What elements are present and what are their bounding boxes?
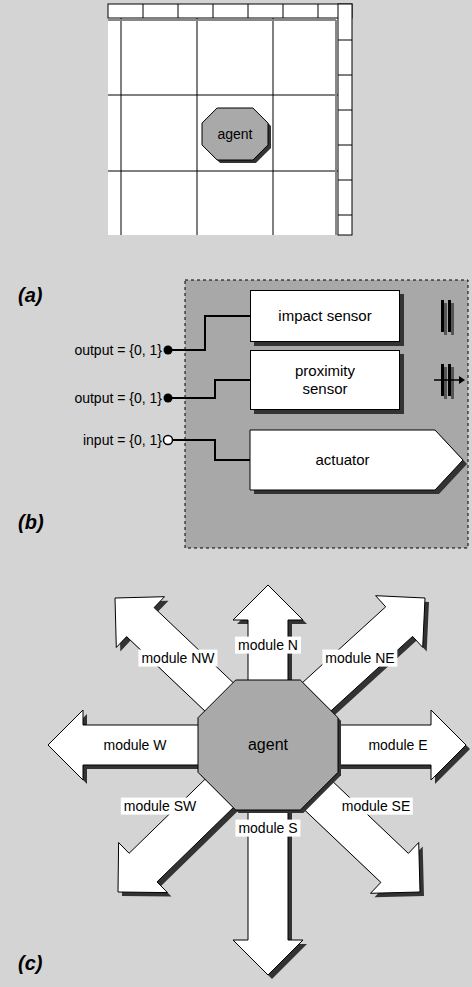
node-text: impact sensor: [278, 307, 371, 325]
drawing-part: [143, 4, 144, 18]
drawing-part: [434, 379, 460, 381]
drawing-part: [108, 171, 338, 172]
node-text: module SE: [339, 798, 413, 815]
panel-label: (b): [18, 510, 44, 534]
drawing-part: [170, 380, 250, 398]
outline: [198, 680, 338, 810]
drawing-part: [338, 180, 352, 181]
grid-lines: [108, 18, 338, 235]
drawing-part: [459, 376, 465, 384]
drawing-part: [448, 300, 451, 332]
node-text: module NE: [322, 650, 397, 667]
agent-octagon: agent: [198, 680, 338, 810]
drawing-part: [338, 40, 352, 41]
output-pin: [164, 394, 173, 403]
outline: [316, 710, 466, 780]
drawing-part: [170, 440, 250, 460]
node-text: module E: [365, 737, 430, 754]
panel-label: (a): [18, 283, 42, 307]
outline: [286, 764, 420, 894]
drawing-part: [213, 4, 214, 18]
drawing-part: [441, 300, 444, 332]
module-arrow: module S: [231, 788, 309, 981]
module-panel: [164, 280, 469, 548]
node-text: agent: [217, 126, 252, 143]
outline: [233, 790, 303, 975]
input-pin: [164, 436, 173, 445]
proximity-symbol: [434, 364, 465, 399]
drawing-part: [338, 75, 352, 76]
sensor-box: proximity sensor: [250, 350, 400, 410]
drawing-part: [451, 303, 454, 335]
floor: [108, 18, 338, 235]
panel-label: (c): [18, 951, 42, 975]
right-wall: [338, 4, 352, 235]
actuator-box: actuator: [250, 430, 463, 490]
wall-shade: [108, 19, 336, 21]
node-text: agent: [248, 735, 288, 754]
drawing-part: [283, 4, 284, 18]
outline: [118, 764, 249, 893]
drawing-part: [121, 18, 122, 235]
wires: [170, 316, 250, 460]
signal-label: output = {0, 1}: [74, 390, 162, 407]
node-text: module NW: [138, 650, 217, 667]
node-text: module W: [100, 737, 169, 754]
agent-octagon: agent: [202, 108, 268, 160]
drawing-part: [273, 18, 274, 235]
output-pin: [164, 346, 173, 355]
node-text: module SW: [121, 798, 199, 815]
drawing-part: [170, 316, 250, 350]
outline: [48, 710, 220, 780]
node-text: actuator: [315, 451, 369, 469]
drawing-part: [338, 145, 352, 146]
dashed-housing: [185, 280, 468, 548]
signal-label: output = {0, 1}: [74, 342, 162, 359]
outline: [202, 108, 268, 160]
drawing-part: [108, 95, 338, 96]
drawing-part: [444, 367, 447, 399]
node-text: module S: [235, 820, 300, 837]
drawing-part: [444, 303, 447, 335]
sensor-box: impact sensor: [250, 290, 400, 342]
wall-ticks: [143, 4, 352, 215]
impact-symbol: [441, 300, 454, 335]
signal-label: input = {0, 1}: [83, 432, 162, 449]
outline: [250, 430, 463, 490]
wall-shade: [335, 20, 337, 235]
drawing-part: [178, 4, 179, 18]
top-wall: [108, 4, 352, 18]
node-text: module N: [235, 637, 301, 654]
drawing-part: [451, 367, 454, 399]
drawing-part: [318, 4, 319, 18]
shape-outline: [231, 788, 309, 981]
drawing-part: [338, 110, 352, 111]
node-text: proximity sensor: [275, 362, 375, 398]
drawing-part: [248, 4, 249, 18]
drawing-part: [338, 215, 352, 216]
drawing-part: [197, 18, 198, 235]
grid-world: [108, 4, 352, 235]
